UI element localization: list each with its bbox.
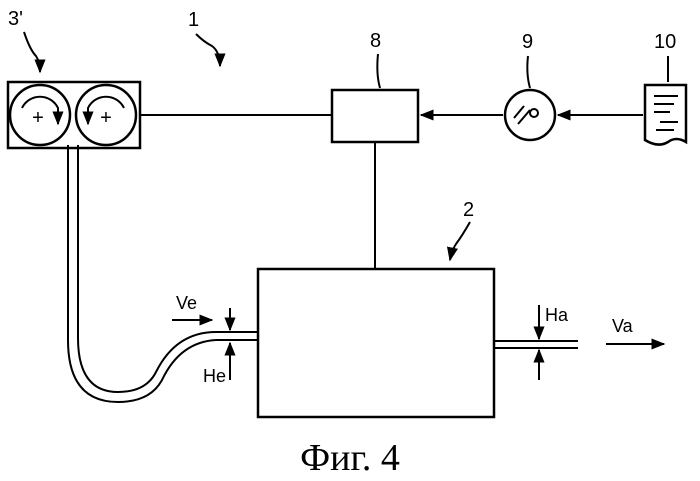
roller-housing <box>8 82 140 148</box>
right-roller-symbol: + <box>100 107 112 129</box>
leader-machine <box>450 222 470 260</box>
disc-icon <box>505 90 555 140</box>
left-roller-symbol: + <box>32 107 44 129</box>
label-disc: 9 <box>522 31 533 53</box>
figure-caption: Фиг. 4 <box>300 437 400 479</box>
roller-unit: + + <box>8 82 140 148</box>
leader-controller <box>377 54 380 88</box>
label-output-height: Ha <box>545 305 569 325</box>
machine-box <box>258 269 494 417</box>
leader-disc <box>527 56 530 88</box>
label-input-speed: Ve <box>176 293 197 313</box>
document-icon <box>645 85 686 145</box>
label-roller-unit: 3' <box>8 8 23 30</box>
label-controller: 8 <box>370 30 381 52</box>
label-input-height: He <box>203 366 226 386</box>
leader-system <box>196 34 220 66</box>
controller-box <box>332 90 418 142</box>
label-output-speed: Va <box>612 316 634 336</box>
label-system: 1 <box>188 9 199 31</box>
label-document: 10 <box>654 31 676 53</box>
leader-roller-unit <box>24 32 40 72</box>
label-machine: 2 <box>463 199 474 221</box>
